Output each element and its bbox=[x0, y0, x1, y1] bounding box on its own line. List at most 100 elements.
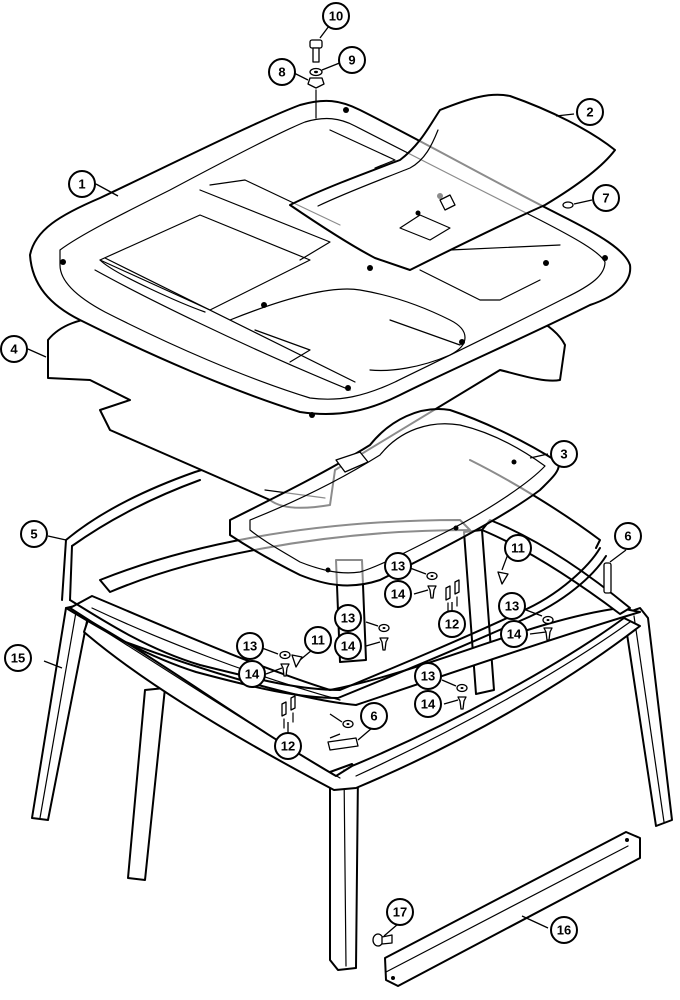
callout-circle bbox=[438, 610, 466, 638]
callout-number: 6 bbox=[624, 529, 631, 544]
callout-12: 12 bbox=[438, 610, 466, 638]
callout-6: 6 bbox=[360, 702, 388, 730]
callout-number: 3 bbox=[560, 447, 567, 462]
callout-number: 15 bbox=[11, 651, 25, 666]
callout-number: 9 bbox=[348, 53, 355, 68]
callout-circle bbox=[386, 898, 414, 926]
trim-strip-16 bbox=[384, 831, 641, 987]
callout-circle bbox=[20, 520, 48, 548]
callout-7: 7 bbox=[592, 184, 620, 212]
callout-number: 13 bbox=[341, 611, 355, 626]
post-front-center bbox=[329, 763, 359, 971]
callout-number: 14 bbox=[391, 587, 406, 602]
callout-circle bbox=[592, 184, 620, 212]
callout-number: 13 bbox=[421, 669, 435, 684]
callout-circle bbox=[304, 626, 332, 654]
callout-number: 2 bbox=[586, 105, 593, 120]
callout-number: 5 bbox=[30, 527, 37, 542]
callout-number: 14 bbox=[341, 639, 356, 654]
callout-circle bbox=[334, 632, 362, 660]
callout-6: 6 bbox=[614, 522, 642, 550]
callout-14: 14 bbox=[334, 632, 362, 660]
screw-14-c bbox=[280, 663, 290, 677]
screws-12-left bbox=[281, 695, 296, 729]
callout-circle bbox=[236, 632, 264, 660]
callout-12: 12 bbox=[274, 732, 302, 760]
seal-clip-7 bbox=[562, 201, 574, 209]
callout-14: 14 bbox=[384, 580, 412, 608]
callout-circle bbox=[360, 702, 388, 730]
callout-number: 13 bbox=[391, 559, 405, 574]
callout-circle bbox=[68, 170, 96, 198]
callout-13: 13 bbox=[498, 592, 526, 620]
callout-3: 3 bbox=[550, 440, 578, 468]
nut-13-f bbox=[342, 719, 354, 729]
nut-13-e bbox=[456, 683, 468, 693]
callout-circle bbox=[334, 604, 362, 632]
callout-number: 13 bbox=[243, 639, 257, 654]
callout-number: 10 bbox=[329, 9, 343, 24]
callout-5: 5 bbox=[20, 520, 48, 548]
callout-1: 1 bbox=[68, 170, 96, 198]
callout-14: 14 bbox=[238, 660, 266, 688]
callout-number: 8 bbox=[278, 65, 285, 80]
callout-circle bbox=[338, 46, 366, 74]
callout-circle bbox=[414, 690, 442, 718]
callout-number: 13 bbox=[505, 599, 519, 614]
callout-number: 11 bbox=[511, 541, 525, 556]
callout-number: 6 bbox=[370, 709, 377, 724]
callout-11: 11 bbox=[504, 534, 532, 562]
screw-14-b bbox=[379, 637, 389, 651]
nut-13-c bbox=[279, 650, 291, 660]
callout-circle bbox=[550, 916, 578, 944]
callout-14: 14 bbox=[500, 620, 528, 648]
post-15-left-front bbox=[31, 603, 89, 821]
callout-circle bbox=[504, 534, 532, 562]
washer-9 bbox=[309, 67, 323, 77]
callout-13: 13 bbox=[334, 604, 362, 632]
callout-13: 13 bbox=[236, 632, 264, 660]
callout-circle bbox=[4, 644, 32, 672]
callout-13: 13 bbox=[384, 552, 412, 580]
callout-number: 16 bbox=[557, 923, 571, 938]
callout-15: 15 bbox=[4, 644, 32, 672]
clip-11-right bbox=[497, 571, 509, 585]
callout-number: 12 bbox=[281, 739, 295, 754]
nut-13-b bbox=[378, 623, 390, 633]
seal-strip-6-center bbox=[327, 737, 359, 751]
leg-left-rear bbox=[127, 687, 166, 881]
callout-13: 13 bbox=[414, 662, 442, 690]
callout-circle bbox=[268, 58, 296, 86]
callout-circle bbox=[614, 522, 642, 550]
callout-circle bbox=[322, 2, 350, 30]
callout-number: 11 bbox=[311, 633, 325, 648]
callout-circle bbox=[500, 620, 528, 648]
callout-8: 8 bbox=[268, 58, 296, 86]
callout-11: 11 bbox=[304, 626, 332, 654]
screws-12-right bbox=[445, 579, 460, 613]
callout-4: 4 bbox=[0, 335, 28, 363]
callout-16: 16 bbox=[550, 916, 578, 944]
callout-circle bbox=[550, 440, 578, 468]
callout-number: 4 bbox=[10, 342, 18, 357]
callout-circle bbox=[498, 592, 526, 620]
bolt-10 bbox=[309, 39, 323, 63]
callout-number: 7 bbox=[602, 191, 609, 206]
callout-number: 1 bbox=[78, 177, 85, 192]
callout-number: 14 bbox=[507, 627, 522, 642]
post-rear-center bbox=[463, 529, 495, 695]
callout-circle bbox=[384, 580, 412, 608]
screw-17 bbox=[372, 933, 393, 947]
callout-circle bbox=[414, 662, 442, 690]
nut-8 bbox=[307, 77, 325, 89]
nut-13-a bbox=[426, 571, 438, 581]
callout-circle bbox=[576, 98, 604, 126]
callout-9: 9 bbox=[338, 46, 366, 74]
roof-panel-3 bbox=[229, 408, 560, 587]
callout-circle bbox=[0, 335, 28, 363]
callout-circle bbox=[238, 660, 266, 688]
screw-14-e bbox=[457, 696, 467, 710]
callout-circle bbox=[384, 552, 412, 580]
